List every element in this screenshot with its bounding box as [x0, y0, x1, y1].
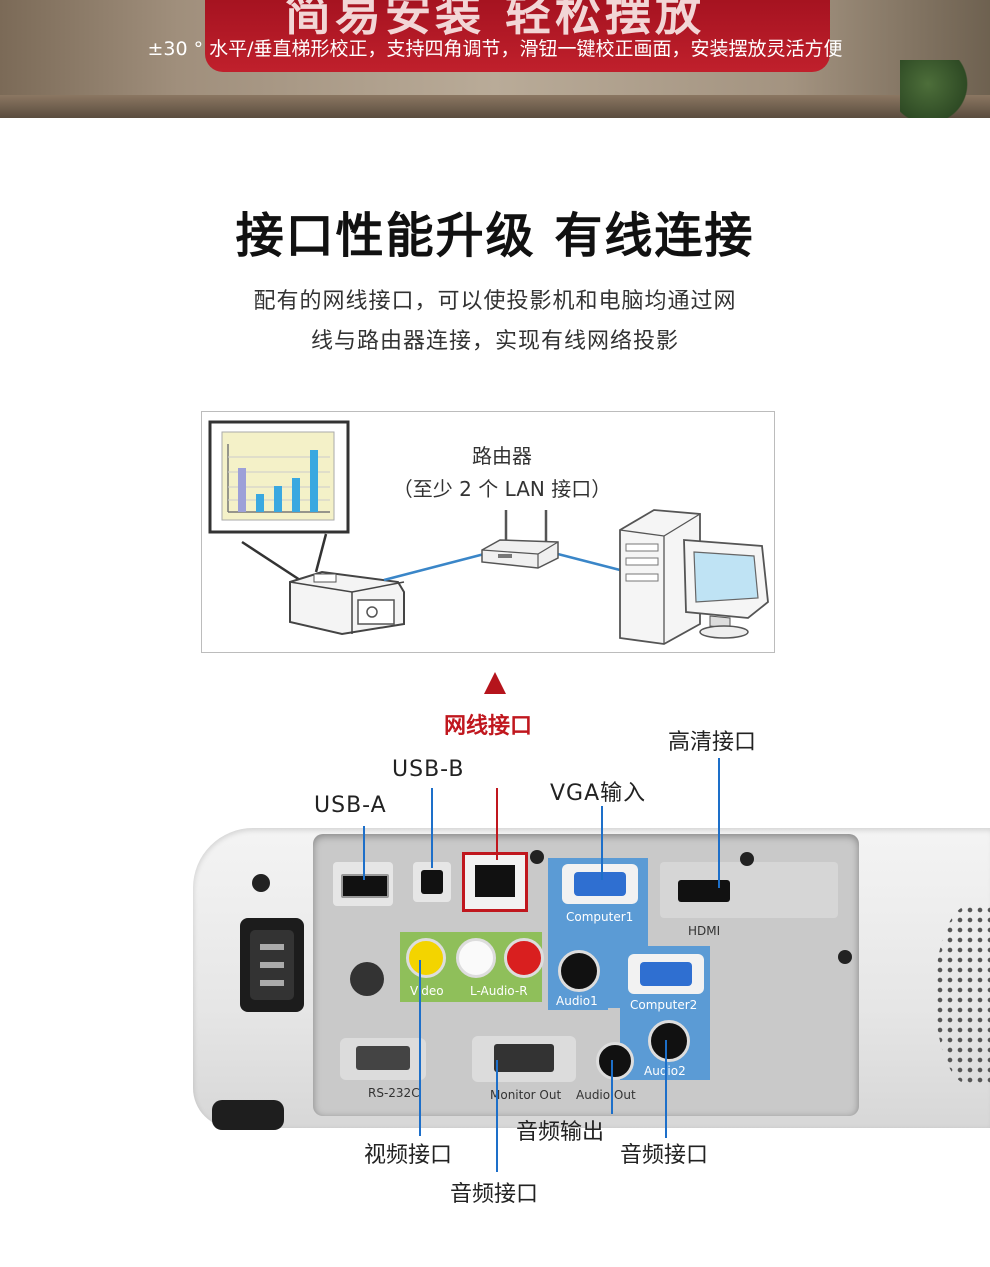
computer-icon [619, 509, 769, 645]
panel-label-audio-out: Audio Out [576, 1088, 636, 1102]
panel-label-l-audio-r: L-Audio-R [470, 984, 528, 998]
screen-chart-icon [208, 420, 350, 534]
label-lan: 网线接口 [444, 714, 533, 739]
banner-red-panel [205, 0, 830, 72]
video-rca-port [406, 938, 446, 978]
label-usb-a: USB-A [314, 793, 387, 818]
power-socket [240, 918, 304, 1012]
router-label: 路由器 （至少 2 个 LAN 接口） [382, 440, 622, 506]
label-hdmi: 高清接口 [668, 730, 757, 755]
network-diagram: 路由器 （至少 2 个 LAN 接口） [201, 411, 775, 653]
screw-icon [252, 874, 270, 892]
label-audio-out: 音频输出 [516, 1120, 605, 1145]
speaker-grille [935, 905, 990, 1085]
label-video: 视频接口 [364, 1143, 453, 1168]
banner-floor [0, 95, 990, 118]
panel-label-hdmi: HDMI [688, 924, 721, 938]
label-usb-b: USB-B [392, 757, 465, 782]
screw-icon [530, 850, 544, 864]
screw-icon [740, 852, 754, 866]
ir-sensor [350, 962, 384, 996]
plant-decoration [900, 60, 970, 118]
rs232c-port [340, 1038, 426, 1080]
label-vga-in: VGA输入 [550, 781, 647, 806]
audio1-port [558, 950, 600, 992]
banner-subtitle: ±30 ° 水平/垂直梯形校正，支持四角调节，滑钮一键校正画面，安装摆放灵活方便 [147, 38, 843, 60]
usb-a-port [333, 862, 393, 906]
projector-icon [241, 533, 405, 636]
network-diagram-art [208, 420, 769, 645]
panel-label-rs232c: RS-232C [368, 1086, 420, 1100]
panel-label-audio2: Audio2 [644, 1064, 686, 1078]
screw-icon [838, 950, 852, 964]
top-banner: 简易安装 轻松摆放 ±30 ° 水平/垂直梯形校正，支持四角调节，滑钮一键校正画… [0, 0, 990, 118]
panel-label-monitor-out: Monitor Out [490, 1088, 562, 1102]
panel-label-audio1: Audio1 [556, 994, 598, 1008]
audio-l-rca-port [456, 938, 496, 978]
section-description: 配有的网线接口，可以使投影机和电脑均通过网 线与路由器连接，实现有线网络投影 [0, 282, 990, 362]
label-audio-in-bottom: 音频接口 [450, 1182, 539, 1207]
panel-label-computer2: Computer2 [630, 998, 698, 1012]
hdmi-area [660, 862, 838, 918]
router-icon [481, 510, 559, 569]
description-line-2: 线与路由器连接，实现有线网络投影 [310, 329, 679, 354]
up-arrow-icon [484, 672, 506, 694]
audio-r-rca-port [504, 938, 544, 978]
monitor-out-port [472, 1036, 576, 1082]
description-line-1: 配有的网线接口，可以使投影机和电脑均通过网 [253, 289, 737, 314]
computer2-vga-port [628, 954, 704, 994]
projector-foot [212, 1100, 284, 1130]
router-label-line-1: 路由器 [472, 444, 532, 468]
panel-label-computer1: Computer1 [566, 910, 634, 924]
lan-port [462, 852, 528, 912]
panel-label-video: Video [410, 984, 444, 998]
section-title: 接口性能升级 有线连接 [235, 208, 755, 264]
audio2-port [648, 1020, 690, 1062]
router-label-line-2: （至少 2 个 LAN 接口） [392, 477, 612, 501]
vga-in-port [562, 864, 638, 904]
audio-out-port [596, 1042, 634, 1080]
usb-b-port [413, 862, 451, 902]
banner-headline: 简易安装 轻松摆放 [284, 0, 705, 41]
label-audio-in-right: 音频接口 [620, 1143, 709, 1168]
